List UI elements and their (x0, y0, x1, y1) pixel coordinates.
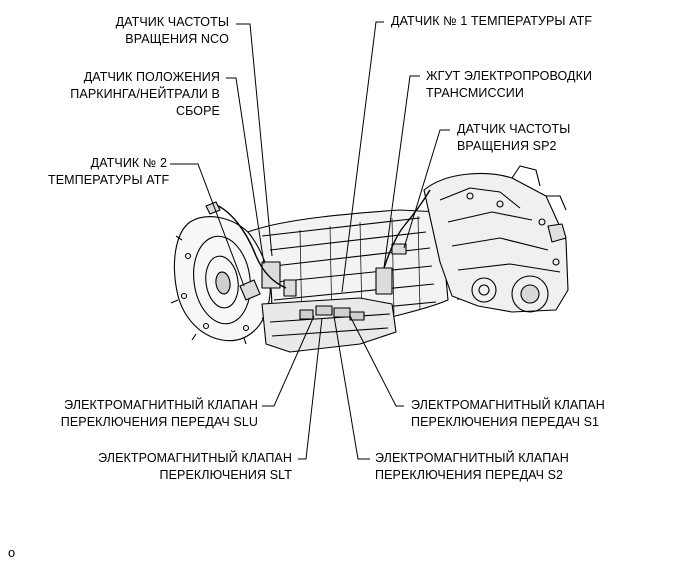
corner-mark: o (8, 545, 16, 560)
leader-s1 (349, 315, 404, 407)
leader-atf-temp2 (170, 163, 245, 287)
label-atf-temp-sensor-1: ДАТЧИК № 1 ТЕМПЕРАТУРЫ ATF (391, 14, 593, 28)
sensors-connectors (205, 189, 431, 301)
leader-slu (262, 315, 315, 407)
transfer-case (423, 165, 569, 313)
bell-housing (170, 216, 271, 345)
leader-park-neutral (226, 77, 265, 265)
leader-lines (170, 21, 450, 460)
leader-s2 (333, 315, 370, 460)
leader-nco (236, 23, 273, 257)
transmission-drawing (170, 165, 569, 353)
leader-sp2 (403, 129, 450, 249)
leader-slt (298, 317, 323, 460)
valve-body-pan (261, 297, 397, 353)
leader-atf-temp1 (341, 21, 384, 293)
leader-harness (383, 75, 420, 269)
